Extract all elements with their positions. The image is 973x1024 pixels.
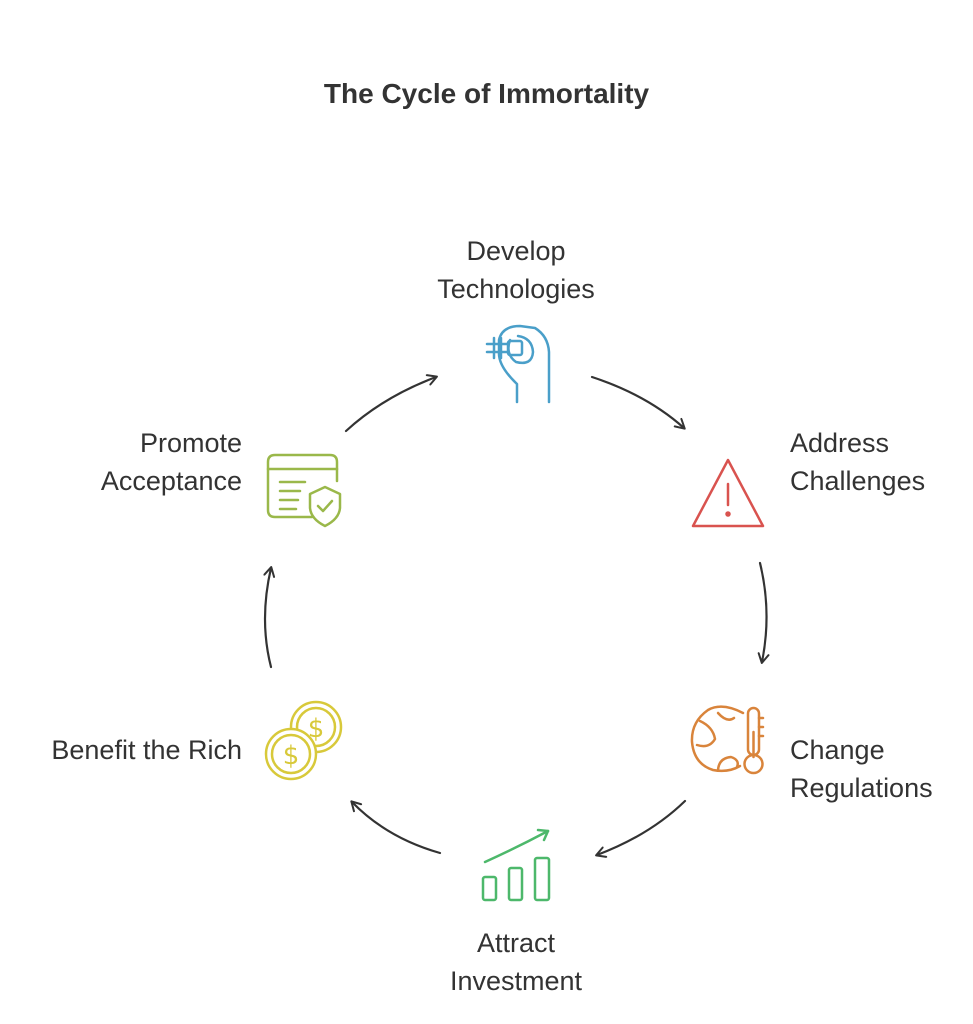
step-label-line: Investment — [449, 966, 583, 996]
step-label-line: Regulations — [790, 773, 933, 803]
step-label-promote-acceptance: Promote Acceptance — [0, 424, 242, 500]
arrow-right — [757, 561, 770, 664]
step-label-line: Technologies — [437, 274, 595, 304]
arrow-left — [263, 566, 276, 669]
bar-chart-growth-icon — [481, 828, 551, 902]
globe-thermometer-icon — [690, 705, 765, 775]
step-label-change-regulations: Change Regulations — [790, 731, 933, 807]
hand-chip-icon — [485, 324, 551, 404]
step-label-attract-investment: Attract Investment — [366, 924, 666, 1000]
step-label-line: Acceptance — [100, 466, 242, 496]
coins-dollar-icon: $ $ — [264, 700, 343, 781]
warning-triangle-icon — [691, 458, 765, 528]
step-label-address-challenges: Address Challenges — [790, 424, 925, 500]
step-label-line: Address — [790, 428, 890, 458]
arrow-bottom-left — [350, 800, 442, 855]
svg-text:$: $ — [308, 714, 325, 744]
arrow-top-right — [590, 375, 686, 430]
step-label-line: Develop — [466, 236, 566, 266]
step-label-line: Challenges — [790, 466, 926, 496]
step-label-line: Change — [790, 735, 885, 765]
diagram-title: The Cycle of Immortality — [323, 78, 650, 109]
step-label-benefit-the-rich: Benefit the Rich — [0, 731, 242, 769]
arrow-top-left — [344, 374, 438, 433]
svg-text:$: $ — [283, 741, 300, 771]
step-label-line: Promote — [139, 428, 242, 458]
step-label-line: Benefit the Rich — [51, 735, 242, 765]
document-shield-icon — [266, 453, 342, 528]
step-label-develop-technologies: Develop Technologies — [366, 232, 666, 308]
step-label-line: Attract — [476, 928, 556, 958]
arrow-bottom-right — [595, 799, 687, 858]
